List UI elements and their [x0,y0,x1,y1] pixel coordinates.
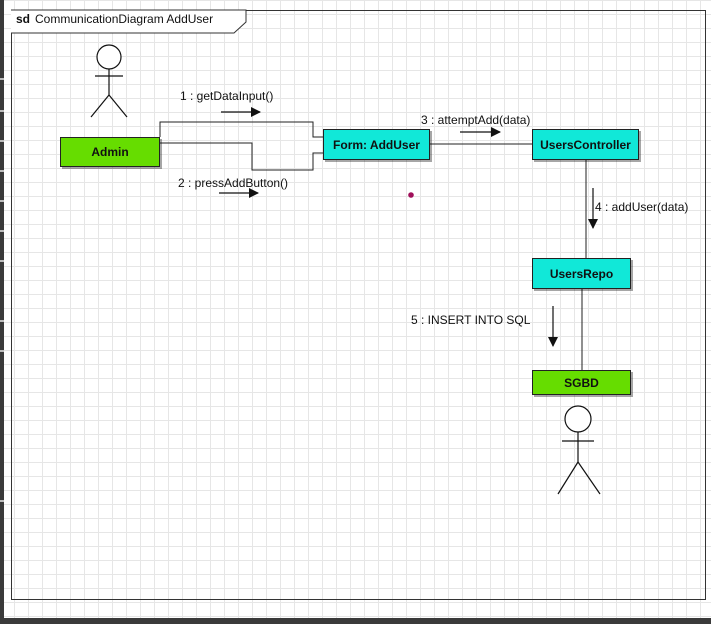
edge-tick [0,170,4,172]
diagram-frame[interactable] [11,10,706,600]
edge-tick [0,260,4,262]
edge-tick [0,140,4,142]
frame-keyword: sd [16,12,31,26]
frame-title-text: CommunicationDiagram AddUser [35,12,214,26]
edge-tick [0,200,4,202]
edge-tick [0,320,4,322]
edge-tick [0,500,4,502]
frame-title: sd CommunicationDiagram AddUser [16,12,213,26]
frame-name-tab [11,9,247,34]
edge-tick [0,110,4,112]
form-adduser-node[interactable]: Form: AddUser [323,129,430,160]
left-panel-edge [0,0,4,624]
edge-tick [0,350,4,352]
bottom-panel-edge [0,618,711,624]
message-5-label: 5 : INSERT INTO SQL [411,313,531,327]
message-4-label: 4 : addUser(data) [595,200,689,214]
sgbd-node[interactable]: SGBD [532,370,631,395]
admin-node[interactable]: Admin [60,137,160,167]
edge-tick [0,230,4,232]
admin-actor-figure [90,44,128,118]
link-admin-form-1 [159,121,323,138]
users-controller-node[interactable]: UsersController [532,129,639,160]
message-3-label: 3 : attemptAdd(data) [421,113,531,127]
edge-tick [0,78,4,80]
users-repo-node[interactable]: UsersRepo [532,258,631,289]
link-admin-form-2 [160,142,323,171]
marker-dot [408,192,414,198]
sgbd-actor-figure [557,405,601,495]
message-1-label: 1 : getDataInput() [180,89,274,103]
message-2-label: 2 : pressAddButton() [178,176,289,190]
